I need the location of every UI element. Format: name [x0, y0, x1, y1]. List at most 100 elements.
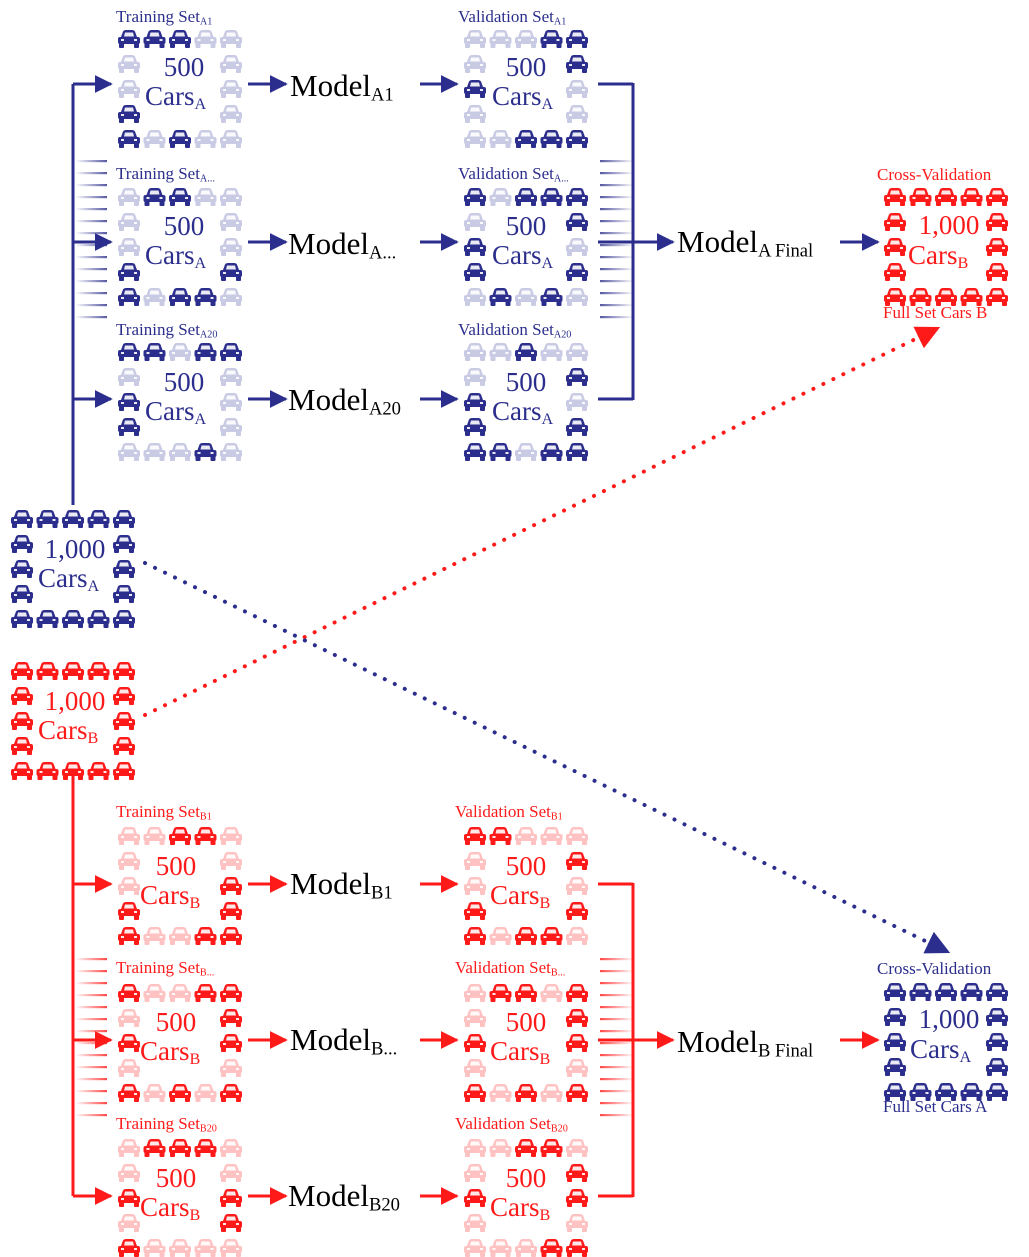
model-label: ModelA1 [290, 68, 394, 106]
training-set-label: Training SetB... [116, 958, 215, 979]
final-model-label: ModelA Final [677, 224, 814, 262]
car-icon [118, 1189, 140, 1207]
car-icon [884, 1033, 906, 1051]
car-icon [143, 443, 166, 461]
car-icon [464, 1239, 486, 1257]
car-icon [87, 510, 110, 528]
car-icon [464, 1034, 486, 1052]
car-icon [464, 55, 486, 73]
car-icon [143, 30, 166, 48]
cars-label: CarsB [140, 1036, 201, 1069]
car-icon [143, 1139, 166, 1157]
car-icon [489, 343, 512, 361]
car-icon [169, 443, 191, 461]
car-icon [220, 1139, 242, 1157]
car-icon [11, 510, 33, 528]
car-icon [489, 443, 512, 461]
car-icon [11, 585, 33, 603]
car-icon [986, 263, 1008, 281]
car-icon [118, 80, 140, 98]
car-icon [986, 983, 1008, 1001]
car-icon [489, 30, 512, 48]
car-icon [194, 30, 217, 48]
car-icon [515, 1084, 537, 1102]
car-icon [118, 443, 140, 461]
car-icon [143, 343, 166, 361]
car-icon [118, 1009, 140, 1027]
car-icon [220, 105, 242, 123]
car-icon [515, 130, 537, 148]
car-icon [194, 288, 217, 306]
car-icon [118, 1084, 140, 1102]
car-icon [220, 263, 242, 281]
car-icon [540, 30, 563, 48]
car-icon [464, 213, 486, 231]
car-icon [11, 662, 33, 680]
car-icon [220, 343, 242, 361]
car-icon [489, 130, 512, 148]
car-icon [118, 1164, 140, 1182]
car-icon [540, 130, 563, 148]
car-icon [118, 1059, 140, 1077]
car-icon [169, 288, 191, 306]
validation-set-label: Validation SetB20 [455, 1114, 568, 1135]
car-icon [220, 984, 242, 1002]
car-icon [36, 662, 59, 680]
cars-label: CarsB [490, 1036, 551, 1069]
car-icon [884, 1008, 906, 1026]
car-icon [36, 762, 59, 780]
car-icon [220, 130, 242, 148]
car-icon [540, 188, 563, 206]
car-icon [566, 1214, 588, 1232]
car-icon [884, 213, 906, 231]
car-icon [884, 263, 906, 281]
car-icon [113, 712, 135, 730]
car-icon [87, 610, 110, 628]
car-icon [540, 927, 563, 945]
car-icon [169, 984, 191, 1002]
car-icon [884, 1083, 906, 1101]
car-icon [194, 1084, 217, 1102]
model-label: ModelA... [288, 226, 397, 264]
car-icons-layer [11, 30, 1008, 1257]
car-icon [220, 443, 242, 461]
car-icon [566, 238, 588, 256]
car-icon [118, 393, 140, 411]
car-icon [489, 827, 512, 845]
car-icon [566, 443, 588, 461]
car-icon [118, 927, 140, 945]
car-icon [113, 762, 135, 780]
car-icon [118, 105, 140, 123]
car-icon [464, 852, 486, 870]
full-set-count: 1,000 [918, 1004, 980, 1034]
car-icon [118, 238, 140, 256]
cross-validation-title: Cross-Validation [877, 165, 992, 184]
car-icon [118, 55, 140, 73]
sample-count: 500 [505, 851, 547, 881]
car-icon [118, 343, 140, 361]
model-label: ModelB20 [288, 1178, 400, 1216]
car-icon [118, 902, 140, 920]
sample-count: 500 [163, 52, 205, 82]
validation-set-label: Validation SetA20 [458, 320, 572, 341]
cars-label: CarsA [145, 240, 207, 273]
car-icon [118, 418, 140, 436]
car-icon [540, 1139, 563, 1157]
car-icon [540, 288, 563, 306]
car-icon [566, 1084, 588, 1102]
car-icon [960, 1083, 983, 1101]
car-icon [118, 213, 140, 231]
car-icon [960, 983, 983, 1001]
car-icon [986, 213, 1008, 231]
car-icon [464, 443, 486, 461]
validation-set-label: Validation SetB1 [455, 802, 563, 823]
car-icon [220, 1239, 242, 1257]
car-icon [220, 902, 242, 920]
car-icon [220, 288, 242, 306]
training-set-label: Training SetA1 [116, 7, 213, 28]
car-icon [118, 984, 140, 1002]
car-icon [566, 288, 588, 306]
car-icon [566, 343, 588, 361]
car-icon [464, 343, 486, 361]
